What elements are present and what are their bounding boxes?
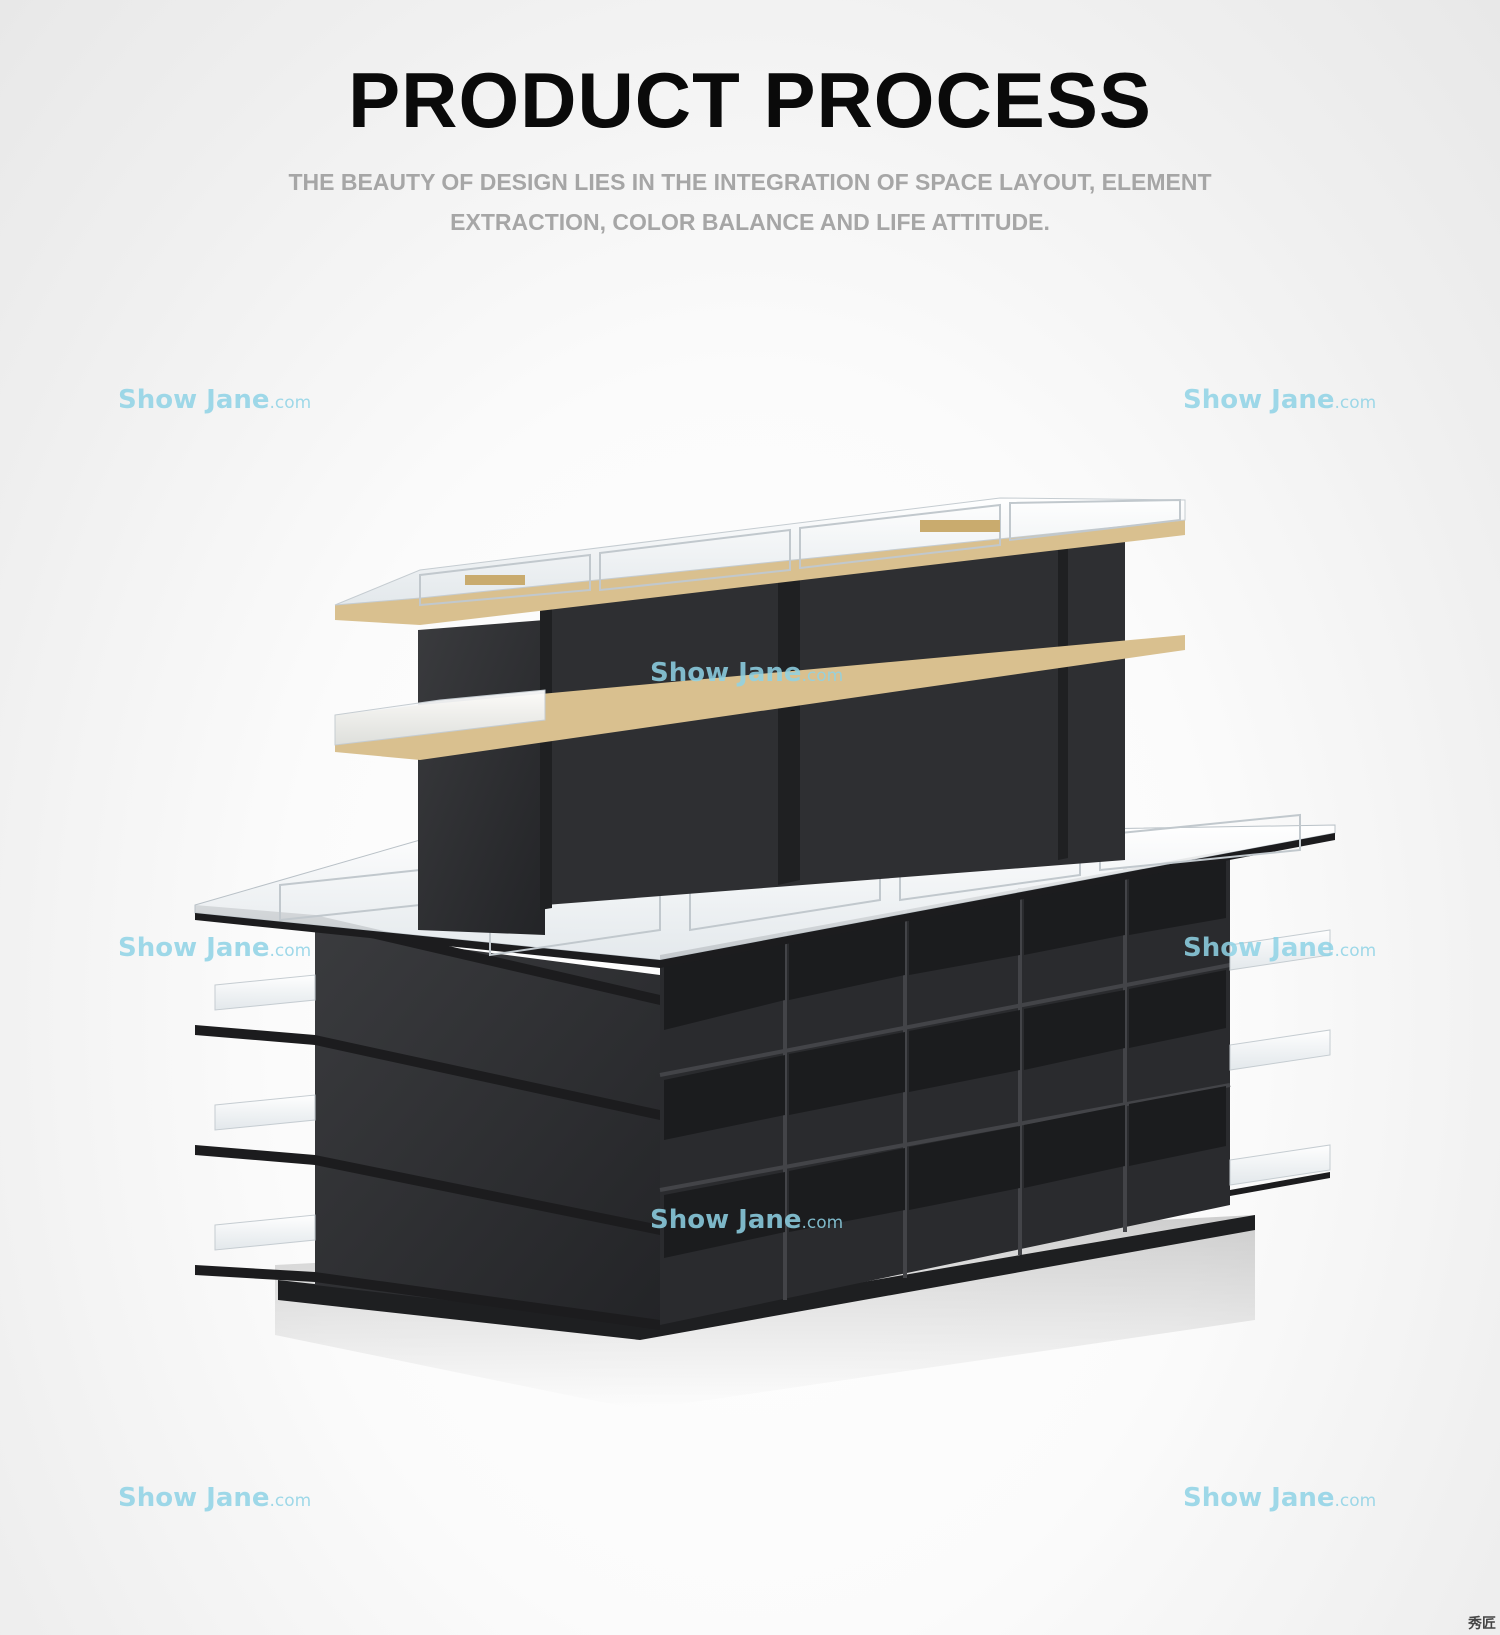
watermark-brand: Show Jane [118,933,270,963]
watermark-brand: Show Jane [650,1205,802,1235]
upper-tower-back [545,540,1125,905]
watermark: Show Jane.com [1183,1483,1376,1513]
watermark: Show Jane.com [118,385,311,415]
watermark-brand: Show Jane [1183,933,1335,963]
upper-tower-divider-right [1058,547,1068,860]
watermark: Show Jane.com [1183,933,1376,963]
wood-accent-top-1 [465,575,525,585]
page-subtitle: THE BEAUTY OF DESIGN LIES IN THE INTEGRA… [288,169,1212,235]
watermark: Show Jane.com [118,1483,311,1513]
watermark-domain: .com [269,1491,312,1511]
upper-tower-left [418,620,545,935]
watermark: Show Jane.com [118,933,311,963]
watermark-domain: .com [269,941,312,961]
watermark-domain: .com [269,393,312,413]
page-title: PRODUCT PROCESS [348,56,1152,144]
watermark-domain: .com [1334,1491,1377,1511]
upper-tower-divider [778,568,800,885]
watermark-brand: Show Jane [1183,1483,1335,1513]
cabinet-left-side [315,930,660,1325]
wood-accent-top-2 [920,520,1000,532]
wood-shelf-middle-glass [334,689,546,746]
watermark: Show Jane.com [1183,385,1376,415]
cubby-shadows [664,854,1226,1258]
watermark-brand: Show Jane [118,385,270,415]
top-glass-compartments [419,498,1181,607]
upper-tower-divider-left [540,598,552,910]
watermark-domain: .com [1334,393,1377,413]
watermark-domain: .com [801,1213,844,1233]
right-wing-shelves [1229,929,1331,1196]
watermark: Show Jane.com [650,1205,843,1235]
corner-logo: 秀匠 [1468,1616,1496,1632]
watermark-domain: .com [801,666,844,686]
watermark-brand: Show Jane [1183,385,1335,415]
glass-countertop-edge [195,833,1335,968]
watermark-brand: Show Jane [118,1483,270,1513]
watermark: Show Jane.com [650,658,843,688]
wood-shelf-middle [335,635,1185,760]
watermark-brand: Show Jane [650,658,802,688]
watermark-domain: .com [1334,941,1377,961]
